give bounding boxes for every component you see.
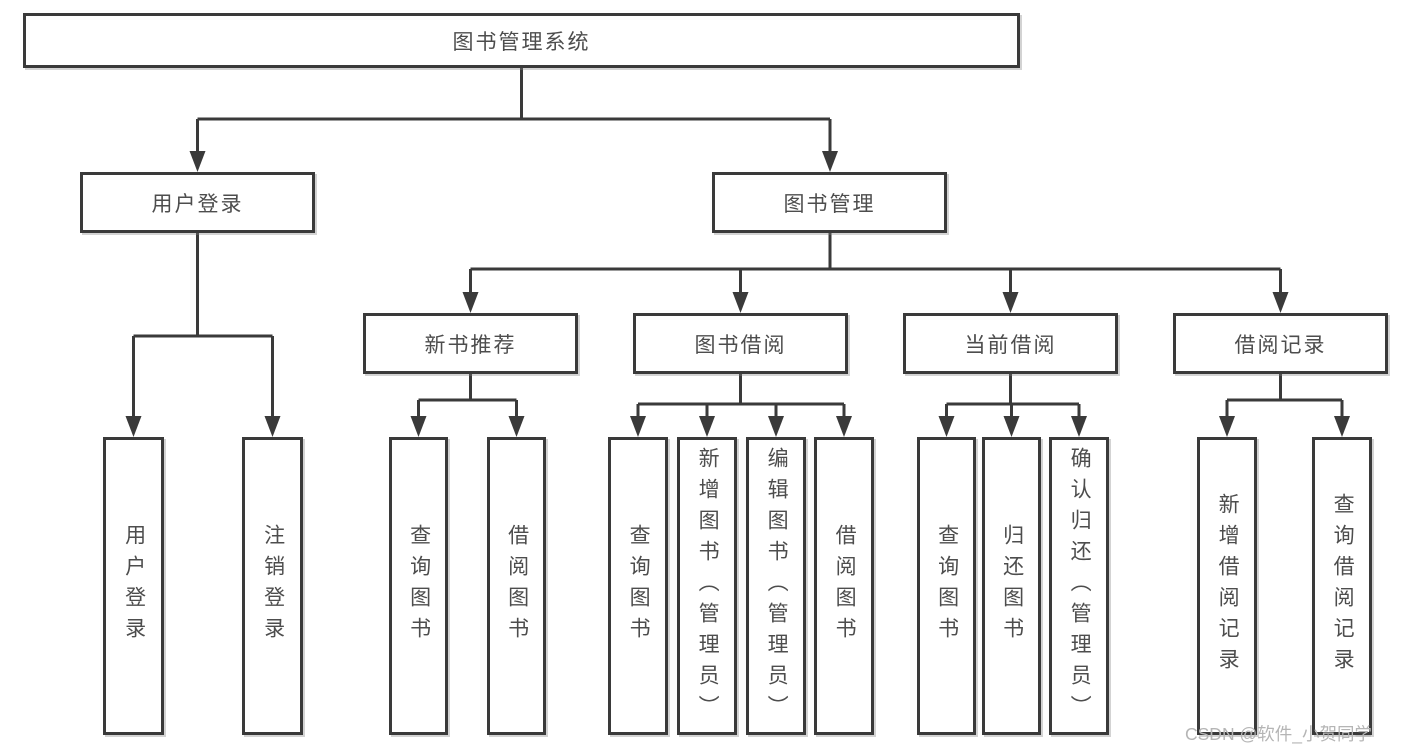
- node-label: 查询图书: [935, 524, 959, 648]
- arrowhead: [462, 292, 479, 313]
- leaf-borrowing-borrow-books: 借阅图书: [814, 437, 874, 735]
- node-label: 新增图书（管理员）: [696, 446, 720, 726]
- node-label: 借阅图书: [505, 524, 529, 648]
- arrowhead: [1334, 416, 1350, 437]
- node-label: 查询借阅记录: [1331, 493, 1355, 679]
- arrowhead: [1219, 416, 1235, 437]
- node-label: 新书推荐: [424, 333, 517, 357]
- arrowhead: [410, 416, 427, 437]
- leaf-logout: 注销登录: [242, 437, 303, 735]
- node-label: 归还图书: [1000, 524, 1024, 648]
- node-book-management: 图书管理: [712, 172, 947, 233]
- node-label: 注销登录: [261, 524, 285, 648]
- leaf-return-books: 归还图书: [982, 437, 1041, 735]
- leaf-recommend-borrow-books: 借阅图书: [487, 437, 546, 735]
- arrowhead: [189, 151, 206, 172]
- node-label: 编辑图书（管理员）: [765, 446, 789, 726]
- leaf-add-borrow-record: 新增借阅记录: [1197, 437, 1257, 735]
- leaf-confirm-return-admin: 确认归还（管理员）: [1049, 437, 1109, 735]
- node-label: 借阅图书: [833, 524, 857, 648]
- arrowhead: [1272, 292, 1289, 313]
- arrowhead: [125, 416, 142, 437]
- node-label: 查询图书: [407, 524, 431, 648]
- node-label: 用户登录: [122, 524, 146, 648]
- leaf-recommend-query-books: 查询图书: [389, 437, 448, 735]
- node-label: 图书管理: [783, 192, 876, 216]
- arrowhead: [938, 416, 955, 437]
- node-library-management-system: 图书管理系统: [23, 13, 1020, 68]
- arrowhead: [1071, 416, 1087, 437]
- arrowhead: [1002, 292, 1019, 313]
- arrowhead: [1003, 416, 1020, 437]
- node-label: 用户登录: [151, 192, 244, 216]
- connector-path: [132, 68, 1344, 419]
- arrowhead: [630, 416, 646, 437]
- node-borrowing-records: 借阅记录: [1173, 313, 1388, 374]
- node-label: 新增借阅记录: [1216, 493, 1240, 679]
- watermark: CSDN @软件_小贺同学: [1185, 724, 1372, 744]
- leaf-query-borrow-record: 查询借阅记录: [1312, 437, 1372, 735]
- node-label: 查询图书: [627, 524, 651, 648]
- node-label: 图书管理系统: [452, 30, 591, 54]
- arrowhead: [768, 416, 784, 437]
- node-label: 借阅记录: [1234, 333, 1327, 357]
- arrowhead: [699, 416, 715, 437]
- arrowhead: [822, 151, 838, 172]
- leaf-current-query-books: 查询图书: [917, 437, 976, 735]
- arrowheads: [125, 151, 1350, 437]
- arrowhead: [732, 292, 749, 313]
- node-label: 当前借阅: [964, 333, 1057, 357]
- node-user-login: 用户登录: [80, 172, 315, 233]
- arrowhead: [836, 416, 852, 437]
- node-current-borrowing: 当前借阅: [903, 313, 1118, 374]
- arrowhead: [264, 416, 281, 437]
- leaf-edit-book-admin: 编辑图书（管理员）: [746, 437, 806, 735]
- node-label: 确认归还（管理员）: [1068, 446, 1092, 726]
- node-new-book-recommend: 新书推荐: [363, 313, 578, 374]
- leaf-user-login: 用户登录: [103, 437, 164, 735]
- leaf-add-book-admin: 新增图书（管理员）: [677, 437, 737, 735]
- arrowhead: [508, 416, 525, 437]
- node-book-borrowing: 图书借阅: [633, 313, 848, 374]
- node-label: 图书借阅: [694, 333, 787, 357]
- leaf-borrowing-query-books: 查询图书: [608, 437, 668, 735]
